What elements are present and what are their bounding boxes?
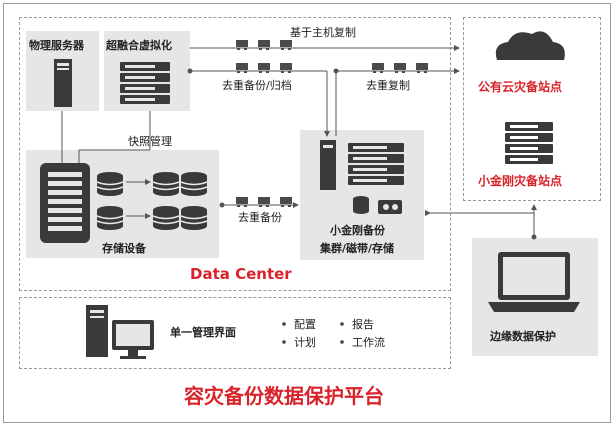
snapshot-management-label: 快照管理 xyxy=(128,135,172,148)
dedup-backup-archive-label: 去重备份/归档 xyxy=(222,79,292,92)
platform-title: 容灾备份数据保护平台 xyxy=(184,384,384,408)
appliance-label: 小金刚备份 xyxy=(330,224,385,237)
management-title: 单一管理界面 xyxy=(170,326,236,339)
edge-protection-label: 边缘数据保护 xyxy=(490,330,556,343)
dedup-replication-label: 去重复制 xyxy=(366,79,410,92)
dedup-backup-label: 去重备份 xyxy=(238,211,282,224)
management-item-plan: 计划 xyxy=(294,336,316,349)
hyperconverged-label: 超融合虚拟化 xyxy=(106,39,172,52)
management-region xyxy=(19,297,451,369)
host-replication-label: 基于主机复制 xyxy=(290,26,356,39)
data-center-label: Data Center xyxy=(190,265,292,283)
dr-sites-region xyxy=(463,17,601,201)
physical-server-label: 物理服务器 xyxy=(29,39,84,52)
appliance-sublabel: 集群/磁带/存储 xyxy=(320,242,395,255)
public-cloud-site-label: 公有云灾备站点 xyxy=(478,80,563,94)
management-item-report: 报告 xyxy=(352,318,374,331)
outer-frame xyxy=(3,3,611,423)
management-item-config: 配置 xyxy=(294,318,316,331)
management-item-workflow: 工作流 xyxy=(352,336,385,349)
appliance-dr-site-label: 小金刚灾备站点 xyxy=(478,174,563,188)
data-center-region xyxy=(19,17,451,291)
storage-device-label: 存储设备 xyxy=(102,242,146,255)
